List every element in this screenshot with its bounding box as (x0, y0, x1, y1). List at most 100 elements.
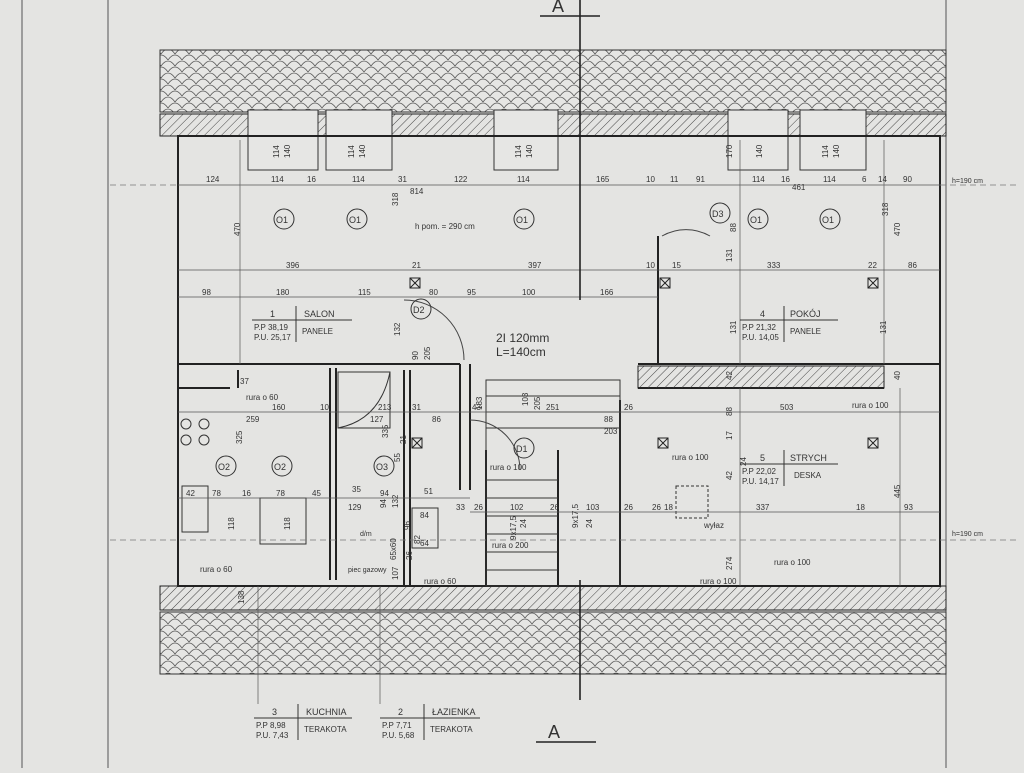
svg-text:24: 24 (519, 519, 528, 528)
room-label-salon: 1 SALON P.P 38,19 P.U. 25,17 PANELE (252, 306, 352, 342)
svg-text:16: 16 (781, 175, 790, 184)
svg-text:90: 90 (411, 351, 420, 360)
svg-text:114: 114 (347, 145, 356, 158)
svg-text:5: 5 (760, 453, 765, 463)
svg-text:10: 10 (646, 261, 655, 270)
section-mark-bottom: A (548, 722, 560, 742)
svg-text:203: 203 (604, 427, 618, 436)
svg-text:318: 318 (881, 202, 890, 216)
svg-text:POKÓJ: POKÓJ (790, 309, 821, 319)
svg-text:118: 118 (227, 517, 236, 530)
svg-text:132: 132 (393, 322, 402, 336)
vent-shafts (409, 277, 879, 449)
svg-text:rura o 100: rura o 100 (700, 577, 737, 586)
svg-text:TERAKOTA: TERAKOTA (430, 725, 473, 734)
svg-text:26: 26 (474, 503, 483, 512)
svg-text:45: 45 (312, 489, 321, 498)
roof-tiles-top (159, 49, 947, 113)
svg-text:140: 140 (358, 144, 367, 158)
annotation-labels: rura o 60 rura o 100 rura o 100 rura o 1… (200, 393, 889, 586)
svg-text:114: 114 (823, 175, 836, 184)
svg-text:114: 114 (517, 175, 530, 184)
svg-text:132: 132 (391, 494, 400, 508)
svg-text:22: 22 (868, 261, 877, 270)
svg-text:333: 333 (767, 261, 781, 270)
svg-text:51: 51 (424, 487, 433, 496)
svg-text:P.U. 14,05: P.U. 14,05 (742, 333, 779, 342)
svg-text:127: 127 (370, 415, 384, 424)
svg-text:PANELE: PANELE (790, 327, 821, 336)
svg-text:4: 4 (760, 309, 765, 319)
svg-text:251: 251 (546, 403, 560, 412)
svg-text:18: 18 (856, 503, 865, 512)
svg-text:18: 18 (664, 503, 673, 512)
dimension-labels-vertical: 470 318 470 318 131 88 131 131 40 42 17 … (227, 192, 902, 604)
svg-text:rura o 100: rura o 100 (852, 401, 889, 410)
svg-text:94: 94 (379, 499, 388, 508)
svg-text:9x17,5: 9x17,5 (571, 503, 580, 528)
svg-text:107: 107 (391, 566, 400, 580)
room-label-lazienka: 2 ŁAZIENKA P.P 7,71 P.U. 5,68 TERAKOTA (379, 586, 480, 740)
svg-text:26: 26 (652, 503, 661, 512)
svg-text:114: 114 (272, 145, 281, 158)
svg-text:42: 42 (725, 371, 734, 380)
svg-text:205: 205 (533, 396, 542, 410)
dimension-labels-middle: 259 160 10 127 213 86 43 251 26 88 203 5… (240, 377, 794, 436)
svg-text:503: 503 (780, 403, 794, 412)
svg-text:183: 183 (475, 396, 484, 410)
shower-tray (337, 371, 391, 429)
svg-text:TERAKOTA: TERAKOTA (304, 725, 347, 734)
svg-text:17: 17 (725, 431, 734, 440)
svg-text:78: 78 (276, 489, 285, 498)
dimension-labels-row2: 396 397 10 15 333 21 22 86 (286, 261, 917, 270)
svg-text:3: 3 (272, 707, 277, 717)
svg-text:88: 88 (604, 415, 613, 424)
door-tag-d2: D2 (413, 305, 425, 315)
svg-text:37: 37 (240, 377, 249, 386)
svg-text:SALON: SALON (304, 309, 335, 319)
svg-text:337: 337 (756, 503, 770, 512)
svg-text:88: 88 (725, 407, 734, 416)
svg-text:325: 325 (235, 430, 244, 444)
svg-text:96: 96 (403, 521, 412, 530)
svg-text:10: 10 (646, 175, 655, 184)
svg-text:114: 114 (271, 175, 284, 184)
svg-text:11: 11 (670, 175, 679, 184)
svg-text:78: 78 (212, 489, 221, 498)
svg-text:103: 103 (521, 392, 530, 406)
svg-text:1: 1 (270, 309, 275, 319)
level-mark-top: h=190 cm (952, 178, 983, 185)
svg-text:259: 259 (246, 415, 260, 424)
svg-text:165: 165 (596, 175, 610, 184)
dimension-labels-lower: 42 78 16 78 45 35 94 51 129 33 26 102 26… (186, 485, 913, 548)
svg-text:470: 470 (893, 222, 902, 236)
svg-text:P.U. 25,17: P.U. 25,17 (254, 333, 291, 342)
cooktop (180, 418, 210, 446)
svg-text:64: 64 (420, 539, 429, 548)
svg-text:55: 55 (393, 453, 402, 462)
svg-text:P.U. 14,17: P.U. 14,17 (742, 477, 779, 486)
svg-text:KUCHNIA: KUCHNIA (306, 707, 347, 717)
room-label-pokoj: 4 POKÓJ P.P 21,32 P.U. 14,05 PANELE (740, 306, 838, 342)
svg-text:124: 124 (206, 175, 220, 184)
svg-text:397: 397 (528, 261, 542, 270)
svg-text:15: 15 (672, 261, 681, 270)
svg-text:rura o 200: rura o 200 (492, 541, 529, 550)
svg-text:95: 95 (467, 288, 476, 297)
dormer-windows (247, 109, 867, 171)
svg-text:wyłaz: wyłaz (703, 521, 724, 530)
svg-text:90: 90 (903, 175, 912, 184)
svg-text:42: 42 (186, 489, 195, 498)
svg-text:31: 31 (412, 403, 421, 412)
window-tag-o1: O1 (276, 215, 288, 225)
svg-text:131: 131 (879, 320, 888, 334)
svg-text:814: 814 (410, 187, 424, 196)
window-tag-o1: O1 (750, 215, 762, 225)
door-tag-d3: D3 (712, 209, 724, 219)
svg-text:140: 140 (832, 144, 841, 158)
svg-text:129: 129 (348, 503, 362, 512)
svg-text:P.P 8,98: P.P 8,98 (256, 721, 286, 730)
svg-text:21: 21 (412, 261, 421, 270)
window-dimension-labels: 114 140 114 140 114 140 170 140 114 140 (272, 144, 841, 158)
